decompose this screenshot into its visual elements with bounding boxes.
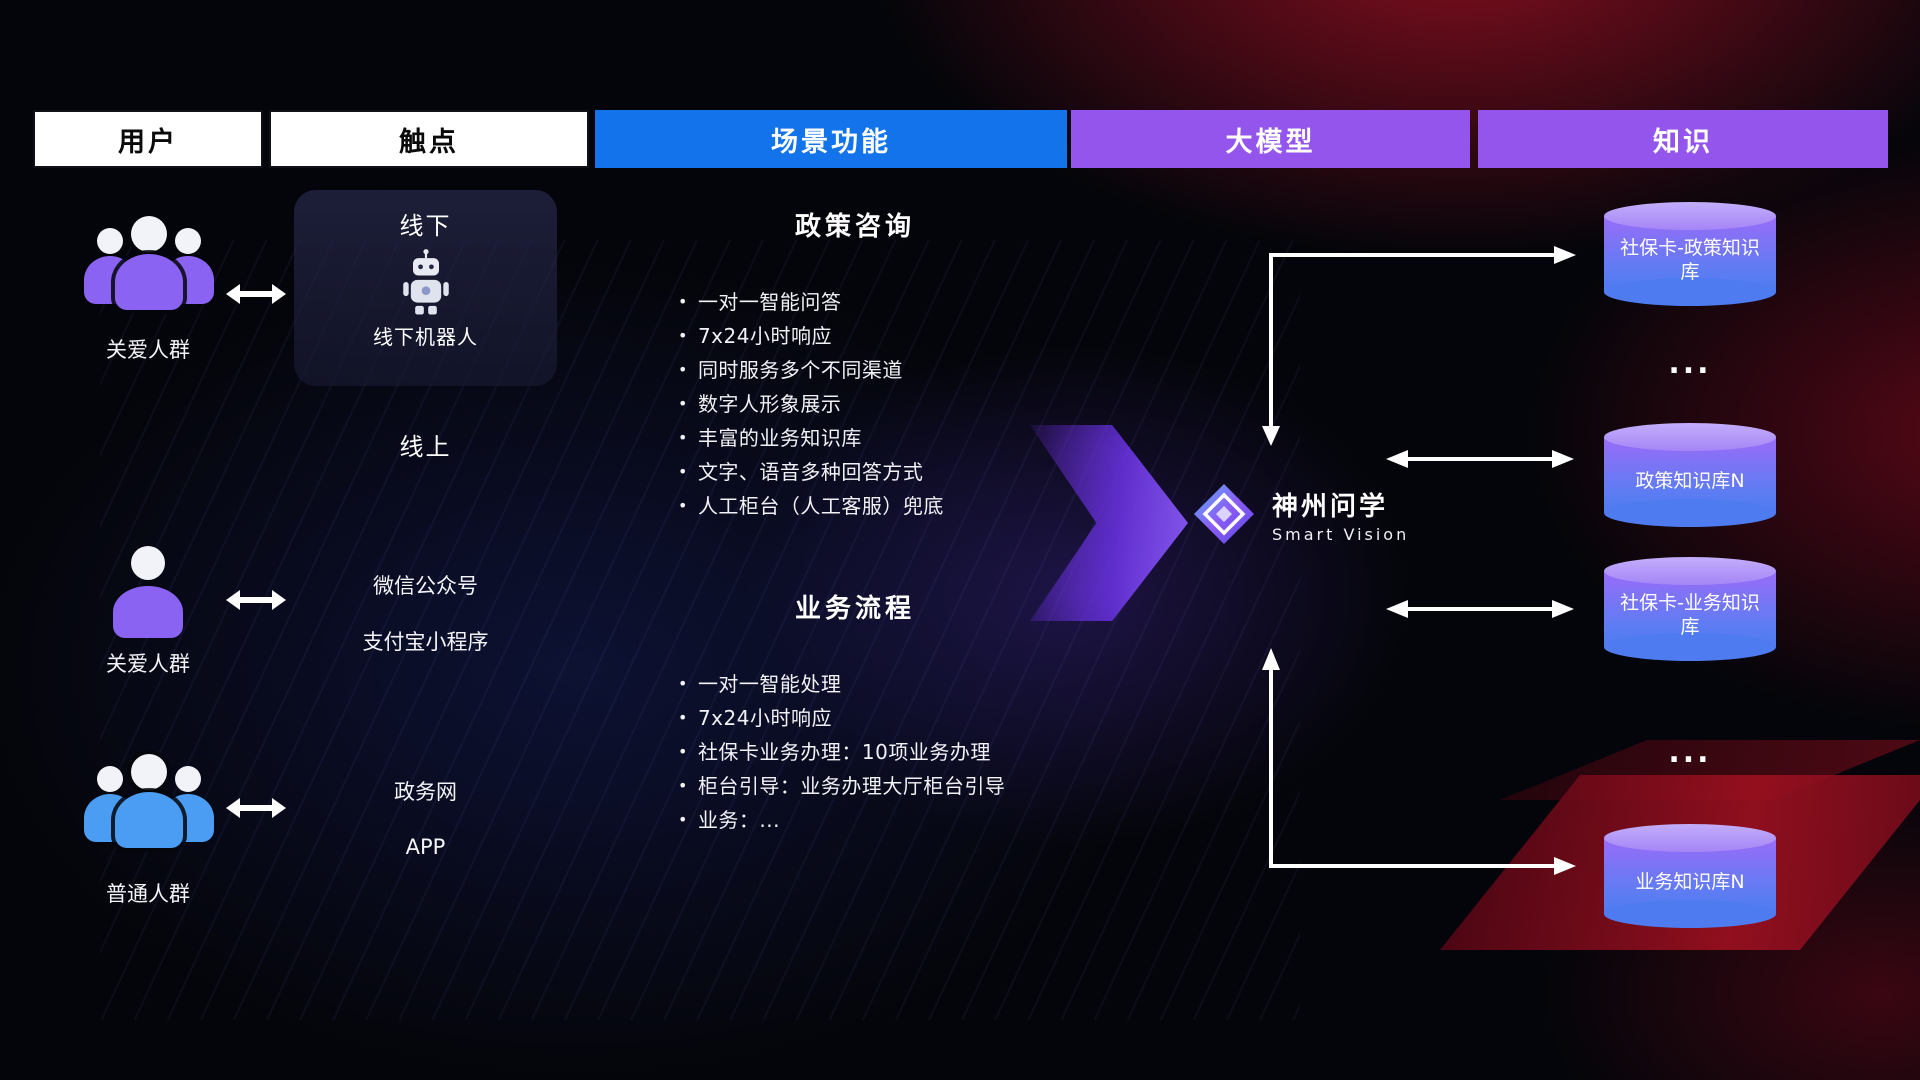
user-label-care-group-1: 关爱人群: [106, 338, 190, 362]
scenario-bullet: 社保卡业务办理：10项业务办理: [678, 736, 1070, 770]
scenario-bullet: 文字、语音多种回答方式: [678, 456, 1070, 490]
bidirectional-arrow-icon: [226, 590, 286, 610]
scenario-bullet: 一对一智能问答: [678, 286, 1070, 320]
knowledge-db-label: 业务知识库N: [1635, 871, 1745, 893]
channel-app: APP: [405, 835, 446, 859]
group-people-blue-icon: [84, 748, 214, 860]
knowledge-ellipsis: ...: [1668, 735, 1712, 770]
scenario-bullet-list: 一对一智能问答 7x24小时响应 同时服务多个不同渠道 数字人形象展示 丰富的业…: [640, 286, 1070, 524]
scenario-bullet: 业务：...: [678, 804, 1070, 838]
model-name: 神州问学: [1272, 492, 1389, 522]
scenario-bullet: 7x24小时响应: [678, 702, 1070, 736]
offline-touchpoint-card: 线下 线下机器人: [294, 190, 557, 386]
scenario-title: 政策咨询: [794, 212, 915, 242]
bidirectional-arrow-icon: [226, 798, 286, 818]
channel-wechat: 微信公众号: [373, 574, 478, 598]
user-label-care-group-2: 关爱人群: [106, 652, 190, 676]
knowledge-db-policy-social-card: 社保卡-政策知识库: [1604, 202, 1776, 306]
knowledge-db-policy-n: 政策知识库N: [1604, 423, 1776, 527]
knowledge-db-business-social-card: 社保卡-业务知识库: [1604, 557, 1776, 661]
offline-title: 线下: [399, 212, 452, 240]
header-pill-knowledge: 知识: [1478, 110, 1888, 168]
scenario-bullet: 同时服务多个不同渠道: [678, 354, 1070, 388]
scenario-title: 业务流程: [794, 594, 915, 624]
header-pill-model: 大模型: [1071, 110, 1470, 168]
offline-robot-label: 线下机器人: [373, 325, 478, 349]
scenario-bullet-list: 一对一智能处理 7x24小时响应 社保卡业务办理：10项业务办理 柜台引导：业务…: [640, 668, 1070, 838]
scenario-business-process: 业务流程 一对一智能处理 7x24小时响应 社保卡业务办理：10项业务办理 柜台…: [640, 592, 1070, 838]
bidirectional-arrow-icon: [226, 284, 286, 304]
knowledge-db-label: 政策知识库N: [1635, 470, 1745, 492]
model-subtitle: Smart Vision: [1272, 525, 1410, 544]
header-pill-scenarios: 场景功能: [595, 110, 1067, 168]
scenario-bullet: 数字人形象展示: [678, 388, 1070, 422]
scenario-bullet: 一对一智能处理: [678, 668, 1070, 702]
person-purple-icon: [113, 546, 183, 648]
group-people-purple-icon: [84, 210, 214, 322]
channel-gov-web: 政务网: [394, 780, 457, 804]
online-title: 线上: [399, 433, 452, 461]
header-pill-touchpoints: 触点: [269, 110, 589, 168]
robot-icon: [402, 249, 449, 315]
diamond-logo-icon: [1194, 484, 1254, 544]
user-label-general-group: 普通人群: [106, 882, 190, 906]
scenario-policy-consult: 政策咨询 一对一智能问答 7x24小时响应 同时服务多个不同渠道 数字人形象展示…: [640, 210, 1070, 524]
channel-alipay: 支付宝小程序: [362, 630, 489, 654]
scenario-bullet: 人工柜台（人工客服）兜底: [678, 490, 1070, 524]
scenario-bullet: 7x24小时响应: [678, 320, 1070, 354]
scenario-bullet: 柜台引导：业务办理大厅柜台引导: [678, 770, 1070, 804]
knowledge-db-label: 社保卡-业务知识库: [1620, 592, 1760, 638]
scenario-bullet: 丰富的业务知识库: [678, 422, 1070, 456]
knowledge-db-label: 社保卡-政策知识库: [1620, 237, 1760, 283]
header-pill-users: 用户: [33, 110, 263, 168]
model-logo-text: 神州问学 Smart Vision: [1272, 492, 1409, 544]
knowledge-db-business-n: 业务知识库N: [1604, 824, 1776, 928]
knowledge-ellipsis: ...: [1668, 346, 1712, 381]
